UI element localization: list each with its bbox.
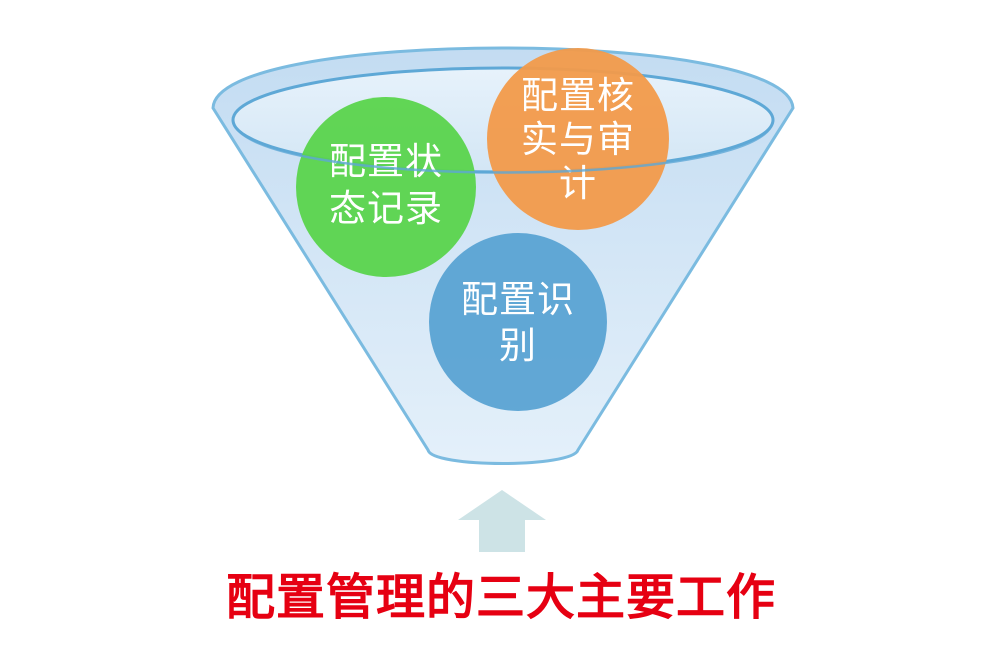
up-arrow xyxy=(458,490,546,552)
bubble-audit-circle xyxy=(487,48,669,230)
bubble-identification-line2: 别 xyxy=(499,324,537,367)
bubble-audit-line1: 配置核 xyxy=(521,74,635,117)
caption-title: 配置管理的三大主要工作 xyxy=(226,569,776,626)
bubble-audit: 配置核 实与审 计 xyxy=(487,48,669,230)
bubble-status-accounting-line2: 态记录 xyxy=(329,187,443,230)
bubble-status-accounting-line1: 配置状 xyxy=(329,140,443,183)
bubble-status-accounting-circle xyxy=(296,97,476,277)
funnel-rim-front xyxy=(231,119,775,174)
bubble-identification-circle xyxy=(429,233,607,411)
bubble-audit-line2: 实与审 xyxy=(521,118,635,161)
bubble-status-accounting: 配置状 态记录 xyxy=(296,97,476,277)
bubble-audit-line3: 计 xyxy=(559,162,597,205)
bubble-identification: 配置识 别 xyxy=(429,233,607,411)
bubble-identification-line1: 配置识 xyxy=(461,278,575,321)
